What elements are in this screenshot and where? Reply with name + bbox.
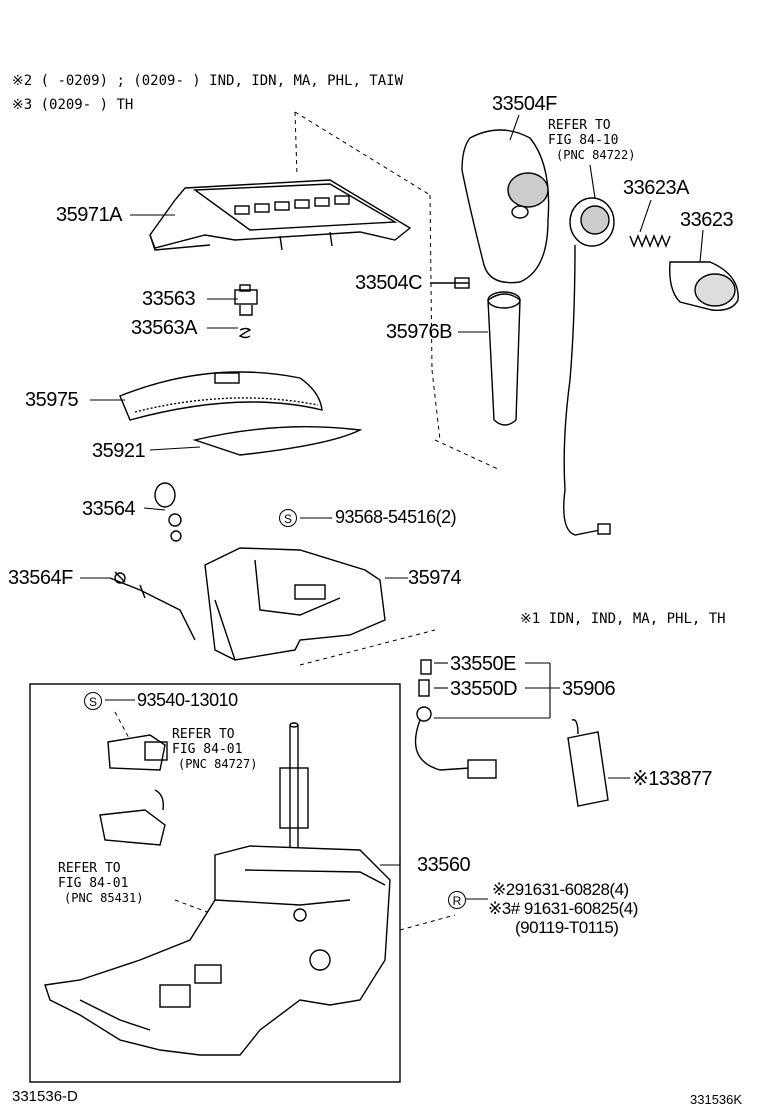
part-93540: 93540-13010	[137, 690, 238, 710]
part-93568: 93568-54516(2)	[335, 507, 457, 527]
part-33564: 33564	[82, 498, 136, 520]
indicator-housing-icon	[149, 179, 412, 251]
ref3-line3: (PNC 85431)	[64, 891, 144, 905]
part-91631-a: ※291631-60828(4)	[492, 880, 629, 899]
slider-plate-icon	[119, 371, 323, 421]
ref3-line1: REFER TO	[58, 861, 121, 876]
ref3-line2: FIG 84-01	[58, 876, 129, 891]
push-button-icon	[669, 261, 739, 311]
ref1-line2: FIG 84-10	[548, 133, 619, 148]
part-35906: 35906	[562, 678, 616, 700]
rod-icon	[109, 571, 196, 641]
part-33560: 33560	[417, 854, 471, 876]
shift-knob-icon	[461, 129, 550, 284]
ref1-line1: REFER TO	[548, 118, 611, 133]
spring-icon	[629, 234, 671, 248]
thin-plate-icon	[192, 425, 363, 456]
part-33563A: 33563A	[131, 317, 197, 339]
shift-button-icon	[563, 197, 615, 536]
part-33623A: 33623A	[623, 177, 689, 199]
screw-icon	[430, 277, 470, 289]
note-1: ※1 IDN, IND, MA, PHL, TH	[520, 611, 726, 627]
part-33623: 33623	[680, 209, 734, 231]
part-35974: 35974	[408, 567, 462, 589]
shift-lever-assembly-icon	[44, 722, 391, 1056]
shift-lock-solenoid-icon	[99, 734, 168, 846]
indicator-bulb-icon	[414, 659, 497, 779]
clip-icon	[234, 284, 258, 339]
part-33550D: 33550D	[450, 678, 518, 700]
detent-spring-icon	[154, 482, 182, 542]
ref2-line3: (PNC 84727)	[178, 757, 258, 771]
note-3: ※3 (0209- ) TH	[12, 97, 134, 113]
ref2-line2: FIG 84-01	[172, 742, 243, 757]
part-35976B: 35976B	[386, 321, 452, 343]
part-33877: ※133877	[632, 768, 713, 790]
part-33550E: 33550E	[450, 653, 516, 675]
part-33504C: 33504C	[355, 272, 423, 294]
part-91631-b: ※3# 91631-60825(4)	[488, 899, 638, 918]
label-card-icon	[567, 719, 609, 807]
footer-code-right: 331536K	[690, 1092, 743, 1107]
ref2-line1: REFER TO	[172, 727, 235, 742]
r-symbol: R	[448, 891, 466, 909]
part-33564F: 33564F	[8, 567, 73, 589]
part-35975: 35975	[25, 389, 79, 411]
lever-cover-icon	[487, 291, 521, 426]
footer-code-left: 331536-D	[12, 1088, 78, 1105]
ref1-line3: (PNC 84722)	[556, 148, 636, 162]
s-symbol-2: S	[84, 692, 102, 710]
part-35971A: 35971A	[56, 204, 122, 226]
part-90119: (90119-T0115)	[515, 918, 619, 937]
lever-housing-icon	[204, 547, 386, 661]
part-33504F: 33504F	[492, 93, 557, 115]
part-35921: 35921	[92, 440, 146, 462]
assembly-box	[29, 683, 401, 1083]
note-2: ※2 ( -0209) ; (0209- ) IND, IDN, MA, PHL…	[12, 73, 404, 89]
part-33563: 33563	[142, 288, 196, 310]
s-symbol-1: S	[279, 509, 297, 527]
